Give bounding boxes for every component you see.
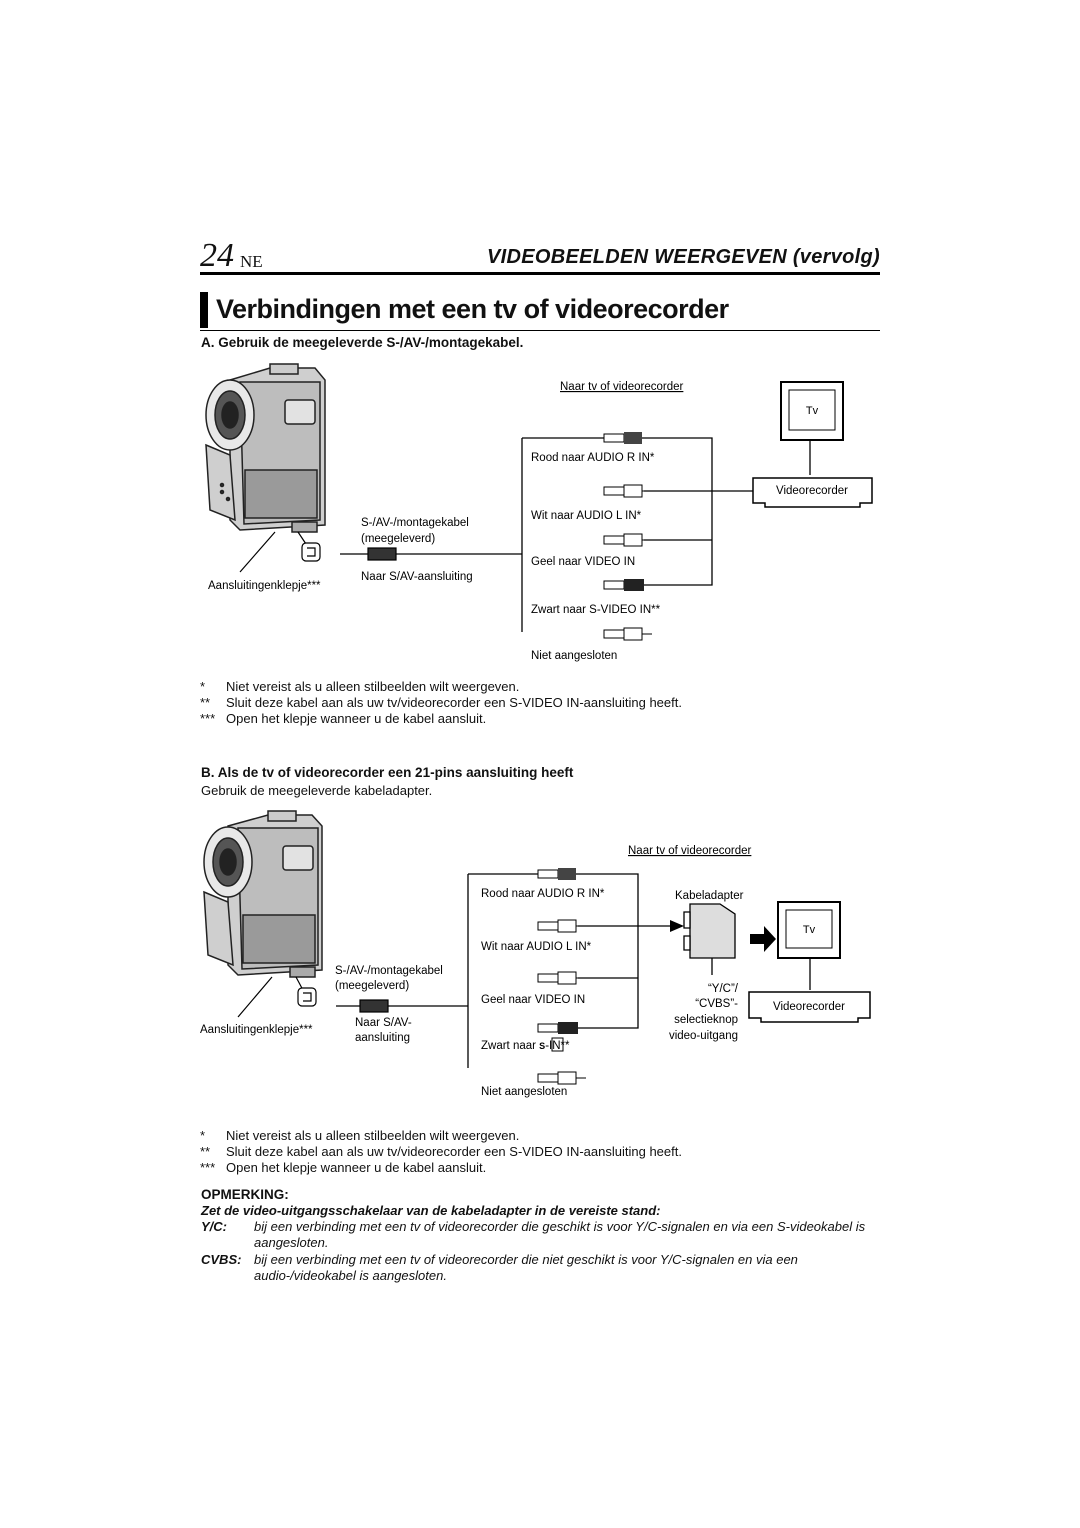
tv-illustration-b: Tv: [777, 901, 841, 959]
page-title: Verbindingen met een tv of videorecorder: [216, 294, 729, 324]
remark-item-cvbs: CVBS:bij een verbinding met een tv of vi…: [201, 1252, 798, 1283]
page-language: NE: [240, 252, 263, 271]
diagram-a: Tv Videorecorder Naar tv of videorecorde…: [205, 363, 873, 662]
video-out-label: video-uitgang: [669, 1030, 738, 1042]
wiring-lines-b: [388, 873, 811, 1068]
remark-label: OPMERKING:: [201, 1187, 289, 1202]
tv-label-b: Tv: [803, 924, 816, 936]
to-jack-label-b2: aansluiting: [355, 1032, 410, 1044]
label-white-a: Wit naar AUDIO L IN*: [531, 510, 642, 522]
to-tv-label-b: Naar tv of videorecorder: [628, 845, 752, 857]
s-video-plug-b: [537, 1022, 578, 1034]
cable-adapter-illustration: [683, 903, 736, 959]
section-b-subheading: Gebruik de meegeleverde kabeladapter.: [201, 783, 433, 798]
section-title: VIDEOBEELDEN WEERGEVEN (vervolg): [487, 246, 880, 268]
videorecorder-illustration: Videorecorder: [752, 477, 873, 508]
selector-label: selectieknop: [674, 1014, 738, 1026]
cable-label-a: S-/AV-/montagekabel: [361, 517, 469, 529]
rca-plug-red: [603, 432, 652, 444]
note-b-1: *Niet vereist als u alleen stilbeelden w…: [200, 1128, 520, 1143]
title-rule: [200, 330, 880, 331]
label-yellow-a: Geel naar VIDEO IN: [531, 556, 635, 568]
rca-plug-yellow-b: [537, 971, 586, 985]
rca-plug-unused: [603, 627, 652, 641]
tv-illustration: Tv: [780, 381, 844, 441]
remark-item-yc: Y/C:bij een verbinding met een tv of vid…: [201, 1219, 866, 1250]
adapter-label: Kabeladapter: [675, 890, 744, 902]
label-not-connected-a: Niet aangesloten: [531, 650, 617, 662]
label-red-a: Rood naar AUDIO R IN*: [531, 452, 655, 464]
label-red-b: Rood naar AUDIO R IN*: [481, 888, 605, 900]
rca-plug-white: [603, 484, 652, 498]
title-bar: [200, 292, 208, 328]
rca-plug-yellow: [603, 533, 652, 547]
notes-b: *Niet vereist als u alleen stilbeelden w…: [200, 1128, 682, 1176]
notes-a: *Niet vereist als u alleen stilbeelden w…: [200, 679, 682, 727]
cable-note-a: (meegeleverd): [361, 533, 435, 545]
wiring-lines: [410, 437, 811, 632]
section-b-heading: B. Als de tv of videorecorder een 21-pin…: [201, 765, 574, 780]
videorecorder-label-a: Videorecorder: [776, 485, 848, 497]
videorecorder-illustration-b: Videorecorder: [748, 991, 871, 1023]
rca-plug-red-b: [537, 868, 586, 880]
videorecorder-label-b: Videorecorder: [773, 1001, 845, 1013]
label-black-a: Zwart naar S-VIDEO IN**: [531, 604, 661, 616]
diagram-b: Tv Videorecorder Naar tv of videorecorde…: [200, 810, 871, 1098]
to-jack-label-b1: Naar S/AV-: [355, 1017, 412, 1029]
note-b-2: **Sluit deze kabel aan als uw tv/videore…: [200, 1144, 682, 1159]
cvbs-label: “CVBS”-: [695, 998, 738, 1010]
s-video-plug: [603, 579, 644, 591]
camcorder-illustration-b: [203, 810, 323, 978]
camcorder-cable: [239, 531, 410, 573]
rca-plug-unused-b: [537, 1071, 586, 1085]
label-white-b: Wit naar AUDIO L IN*: [481, 941, 592, 953]
label-not-connected-b: Niet aangesloten: [481, 1086, 567, 1098]
note-a-3: ***Open het klepje wanneer u de kabel aa…: [200, 711, 487, 726]
label-yellow-b: Geel naar VIDEO IN: [481, 994, 585, 1006]
s-icon-box: [551, 1037, 564, 1052]
cover-label-b: Aansluitingenklepje***: [200, 1024, 313, 1036]
camcorder-illustration: [205, 363, 326, 533]
yc-label: “Y/C”/: [708, 983, 739, 995]
cover-label-a: Aansluitingenklepje***: [208, 580, 321, 592]
rca-plug-white-b: [537, 919, 586, 933]
remark-lead: Zet de video-uitgangsschakelaar van de k…: [201, 1203, 661, 1218]
to-tv-label-a: Naar tv of videorecorder: [560, 381, 684, 393]
note-a-1: *Niet vereist als u alleen stilbeelden w…: [200, 679, 520, 694]
arrow-to-adapter: [670, 920, 684, 932]
arrow-to-tv: [750, 926, 776, 952]
to-jack-label-a: Naar S/AV-aansluiting: [361, 571, 473, 583]
page-number: 24: [200, 237, 234, 274]
header-rule: [200, 272, 880, 275]
section-a-heading: A. Gebruik de meegeleverde S-/AV-/montag…: [201, 335, 524, 350]
note-b-3: ***Open het klepje wanneer u de kabel aa…: [200, 1160, 487, 1175]
cable-label-b: S-/AV-/montagekabel: [335, 965, 443, 977]
tv-label-a: Tv: [806, 405, 819, 417]
label-black-b: Zwart naar S-IN**: [481, 1040, 570, 1052]
cable-note-b: (meegeleverd): [335, 980, 409, 992]
note-a-2: **Sluit deze kabel aan als uw tv/videore…: [200, 695, 682, 710]
